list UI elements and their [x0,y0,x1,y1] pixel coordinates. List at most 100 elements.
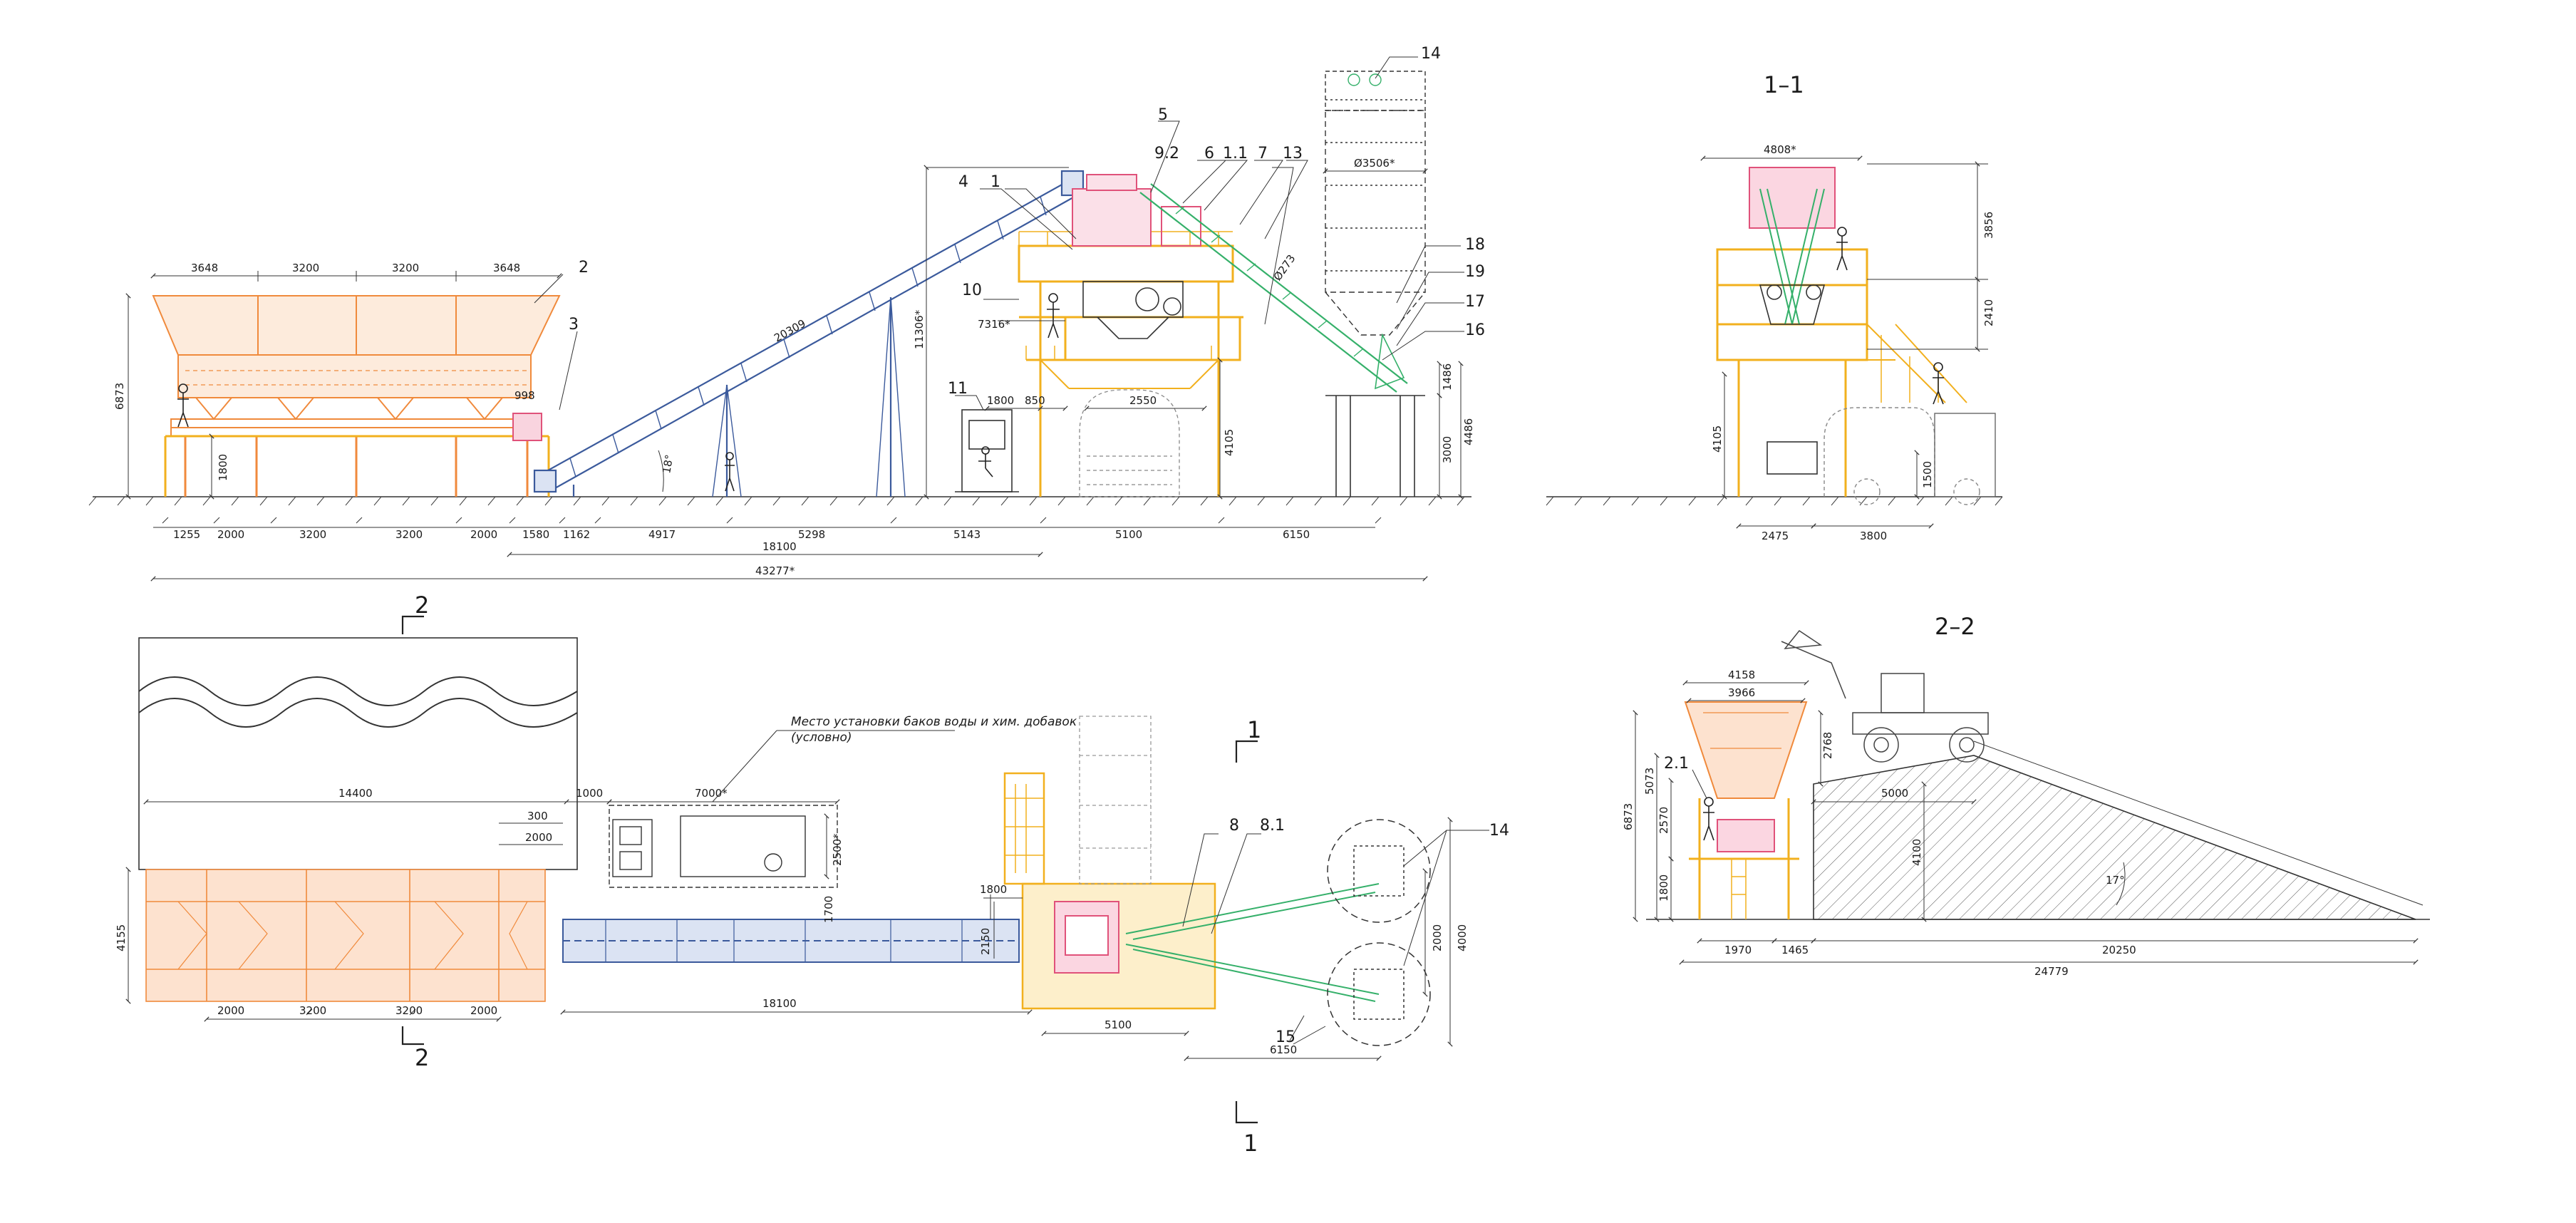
person-icon [978,446,993,478]
section-1-ground-hatch [1546,496,2003,506]
callout-8: 8 [1229,817,1239,835]
person-icon [1703,797,1714,841]
s2-dim-5000: 5000 [1881,787,1908,800]
elevation-view [88,56,1471,582]
callout-19: 19 [1465,263,1485,281]
plan-text: 2 2 1 1 Место установки баков воды и хим… [115,592,1509,1157]
plan-dim-7000: 7000* [695,787,728,800]
plan-dim-1800: 1800 [980,883,1007,896]
plan-dim-2000: 2000 [525,831,552,844]
plan-dim-1000: 1000 [576,787,603,800]
person-icon [1933,362,1944,405]
operator-cabin [955,409,1019,492]
tanks-note-line2: (условно) [791,731,852,745]
s2-dim-4158: 4158 [1728,669,1755,681]
dim-bottom-3: 3200 [299,528,326,541]
cut-2-top: 2 [415,592,429,619]
dim-bottom-9: 5298 [798,528,825,541]
dim-bottom-8: 4917 [648,528,676,541]
dim-bottom-2: 2000 [217,528,244,541]
aggregate-hopper-plan [145,869,546,1002]
embankment [1813,755,2416,920]
dim-hopper-leg: 1800 [217,454,229,481]
section-2-text: 2–2 4158 3966 6873 5073 2570 1800 2768 5… [1622,613,2136,978]
callout-2-1: 2.1 [1664,755,1689,773]
tanks-area-plan [609,805,838,888]
s2-dim-20250: 20250 [2102,944,2136,956]
callout-6: 6 [1204,145,1214,162]
hopper-feeder [512,413,542,441]
s2-dim-1465: 1465 [1781,944,1809,956]
section-1-dimensions [1700,155,1988,529]
s2-dim-3966: 3966 [1728,686,1755,699]
dim-850: 850 [1025,394,1045,407]
s2-dim-24779: 24779 [2034,965,2069,978]
callout-3: 3 [569,316,579,334]
cut-2-bottom: 2 [415,1044,429,1071]
callout-14: 14 [1421,45,1441,63]
section-2-2 [1633,629,2430,965]
dim-3000: 3000 [1441,436,1454,463]
callout-14-plan: 14 [1489,822,1509,840]
plan-dim-5100: 5100 [1105,1018,1132,1031]
dim-bottom-12: 6150 [1283,528,1310,541]
plan-dim-2000-v: 2000 [1431,924,1444,951]
truck-ghost-plan [1079,716,1152,884]
dim-total: 43277* [755,564,795,577]
dim-bottom-6: 1580 [522,528,549,541]
plan-dim-2500: 2500* [831,833,844,866]
plan-dim-bottom-1: 2000 [217,1004,244,1017]
mixer-plan [1054,901,1119,974]
dim-bottom-11: 5100 [1115,528,1142,541]
s1-dim-4105: 4105 [1711,425,1724,453]
plan-dim-1700: 1700 [822,896,835,923]
plan-dimension-lines [125,730,1489,1061]
section-1-mixer [1749,167,1836,229]
cut-1-bottom: 1 [1243,1130,1258,1157]
cement-silo-elevation [1325,71,1426,497]
dim-angle: 18° [660,453,676,474]
person-icon [1836,227,1848,271]
wheel-loader-icon [1781,629,1989,763]
storage-yard-plan [138,637,578,870]
s2-dim-5073: 5073 [1643,768,1656,795]
section-1-screws [1759,188,1825,325]
elevation-text: 3648 3200 3200 3648 6873 1800 998 20309 … [113,157,1475,577]
dim-2550: 2550 [1129,394,1157,407]
dim-deck: 7316* [978,318,1010,331]
mixer-hopper [1082,281,1184,339]
dim-1486: 1486 [1441,363,1454,391]
callout-18: 18 [1465,236,1485,254]
section-1-equipment [1759,284,1826,475]
elevation-callouts: 14 5 9.2 6 1.1 7 13 4 1 2 3 10 11 18 19 … [569,45,1485,398]
callout-15: 15 [1276,1028,1295,1046]
person-icon [1047,293,1060,339]
conveyor-plan [562,919,1020,963]
screw-conveyors-plan [1125,883,1380,1002]
embankment-ramp-line [1973,740,2424,906]
dim-top-3: 3200 [392,262,419,274]
plan-dim-4155: 4155 [115,924,128,951]
section-2-hopper [1684,701,1808,799]
plan-view [125,615,1489,1124]
dim-height: 6873 [113,383,126,410]
s2-dim-angle: 17° [2106,874,2125,887]
elevation-dimension-lines [125,165,1464,582]
concrete-truck-elevation [1079,389,1180,497]
person-icon [725,452,735,492]
callout-17: 17 [1465,293,1485,311]
section-2-title: 2–2 [1935,613,1975,640]
callout-1: 1 [990,173,1000,191]
dim-bottom-7: 1162 [563,528,590,541]
s1-dim-3856: 3856 [1982,212,1995,239]
section-1-tower [1716,248,1967,497]
callout-16: 16 [1465,321,1485,339]
s2-dim-1970: 1970 [1724,944,1752,956]
dim-bottom-4: 3200 [395,528,423,541]
person-icon [177,383,189,428]
silos-plan [1327,819,1431,1046]
dim-silo-dia: Ø3506* [1354,157,1395,170]
section-2-feeder [1717,819,1775,852]
dim-top-2: 3200 [292,262,319,274]
dim-top-4: 3648 [493,262,520,274]
